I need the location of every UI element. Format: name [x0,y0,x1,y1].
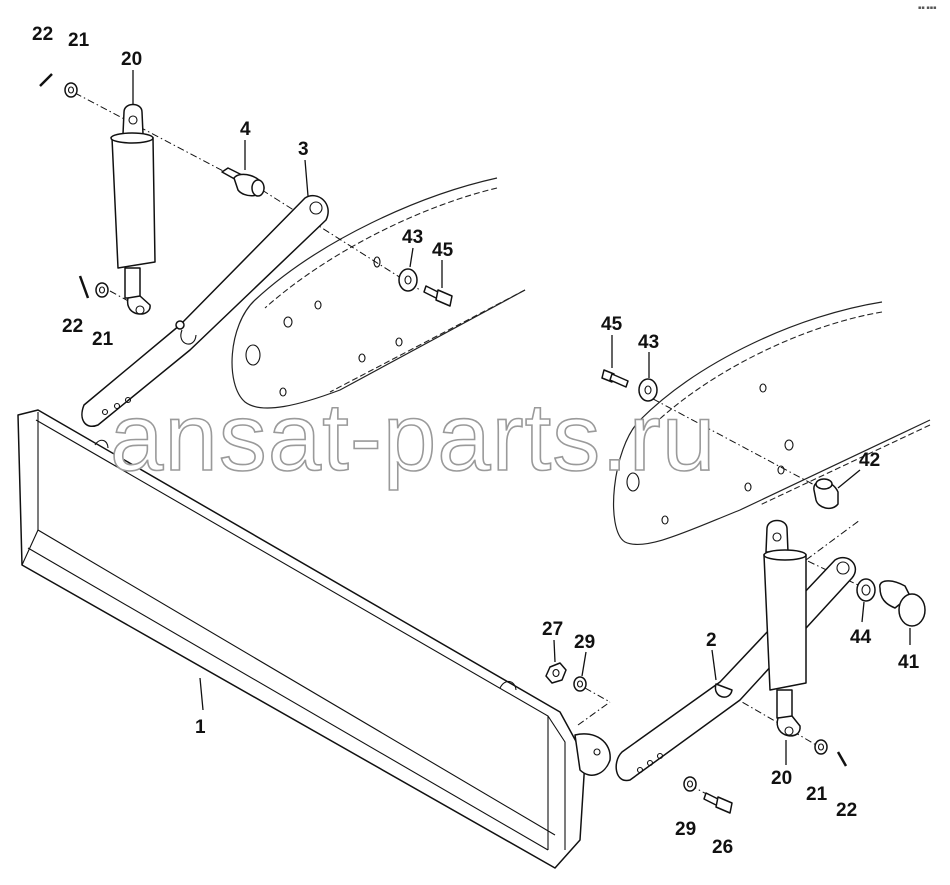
split-pin-22-mid [78,275,90,299]
callout-labels: 22 21 20 4 3 43 45 22 21 45 43 42 44 41 … [32,24,920,858]
callout-29-upper: 29 [574,632,595,653]
callout-22-right: 22 [836,800,857,821]
hydraulic-cylinder-left [110,103,156,315]
callout-44: 44 [850,627,872,648]
callout-22-mid: 22 [62,316,83,337]
callout-21-mid: 21 [92,329,114,350]
right-frame-plate [612,301,931,546]
callout-45-right: 45 [601,314,623,335]
callout-1: 1 [195,717,206,738]
callout-4: 4 [240,119,251,140]
callout-21-top: 21 [68,30,90,51]
watermark-text: ansat-parts.ru [110,384,716,491]
nut-21-top [64,82,78,98]
leader-lines [132,70,911,765]
callout-22-top: 22 [32,24,53,45]
left-frame-plate [231,177,526,409]
callout-2: 2 [706,630,717,651]
nut-21-mid [95,282,109,298]
washer-29-upper [573,676,587,692]
bushing-42 [813,478,839,510]
callout-20-top: 20 [121,49,142,70]
split-pin-22-right [836,751,848,767]
callout-21-right: 21 [806,784,828,805]
nut-21-right [814,739,828,755]
callout-45-left: 45 [432,240,454,261]
pin-part-4 [221,167,265,197]
callout-3: 3 [298,139,309,160]
callout-20-right: 20 [771,768,792,789]
callout-42: 42 [859,450,880,471]
nut-27 [545,662,567,684]
callout-26: 26 [712,837,733,858]
washer-43-right [638,378,658,402]
callout-27: 27 [542,619,563,640]
pin-41 [879,580,926,627]
split-pin-22-top [39,73,53,87]
corner-mark: ▪▪ ▪▪▪ [918,5,937,11]
washer-43-left [398,268,418,292]
bolt-45-right [601,369,629,388]
callout-29-lower: 29 [675,819,696,840]
left-arm-part-3 [81,195,329,427]
callout-43-left: 43 [402,227,423,248]
callout-41: 41 [898,652,920,673]
washer-29-lower [683,776,697,792]
bolt-26 [703,792,733,814]
callout-43-right: 43 [638,332,659,353]
washer-44 [856,578,876,602]
dozer-blade-part-1 [17,409,611,869]
hydraulic-cylinder-right [763,519,807,737]
bolt-45-left [423,285,453,307]
